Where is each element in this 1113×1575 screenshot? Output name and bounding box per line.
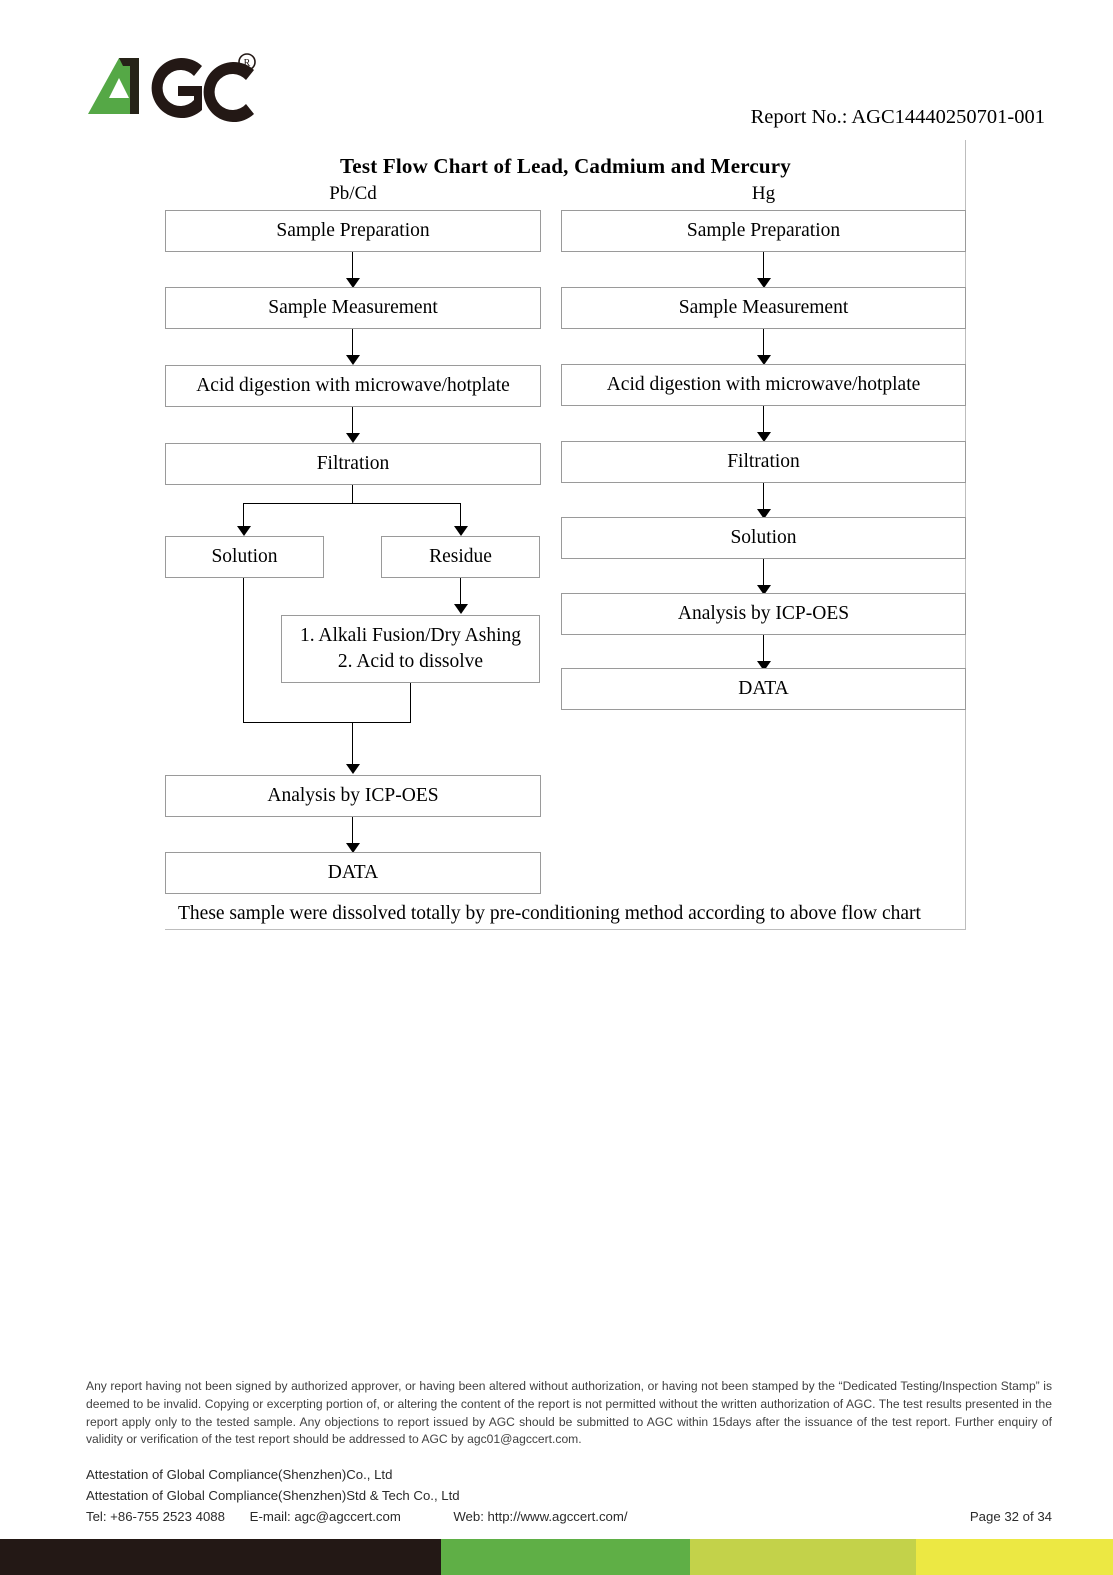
arrow-right-6 xyxy=(757,661,771,671)
arrow-right-1 xyxy=(757,278,771,288)
flow-chart-area: Test Flow Chart of Lead, Cadmium and Mer… xyxy=(165,140,966,930)
connector-fusion-down xyxy=(410,683,411,723)
connector-left-split-stem xyxy=(352,485,353,504)
connector-right-6 xyxy=(763,635,764,663)
arrow-left-2 xyxy=(346,355,360,365)
bottom-color-bar xyxy=(0,1539,1113,1575)
arrow-residue-to-fusion xyxy=(454,604,468,614)
agc-logo: R xyxy=(86,52,261,124)
footer-disclaimer: Any report having not been signed by aut… xyxy=(86,1379,1052,1447)
arrow-right-3 xyxy=(757,432,771,442)
arrow-left-3 xyxy=(346,433,360,443)
connector-merge-stem xyxy=(352,722,353,766)
node-left-residue: Residue xyxy=(381,536,540,578)
arrow-right-5 xyxy=(757,585,771,595)
arrow-right-2 xyxy=(757,355,771,365)
arrow-left-to-residue xyxy=(454,526,468,536)
footer-contact-row: Tel: +86-755 2523 4088 E-mail: agc@agcce… xyxy=(86,1507,1052,1528)
node-left-sample-measurement: Sample Measurement xyxy=(165,287,541,329)
node-right-sample-preparation: Sample Preparation xyxy=(561,210,966,252)
connector-left-2 xyxy=(352,329,353,357)
footer-telephone: Tel: +86-755 2523 4088 xyxy=(86,1508,225,1524)
arrow-left-to-solution xyxy=(237,526,251,536)
node-left-alkali-fusion-line-1: 1. Alkali Fusion/Dry Ashing xyxy=(299,625,522,647)
connector-right-5 xyxy=(763,559,764,587)
connector-left-1 xyxy=(352,252,353,280)
connector-merge-bar xyxy=(243,722,410,723)
connector-left-split-right xyxy=(460,503,461,528)
node-left-sample-preparation: Sample Preparation xyxy=(165,210,541,252)
connector-right-4 xyxy=(763,483,764,511)
node-left-data: DATA xyxy=(165,852,541,894)
column-header-pbcd: Pb/Cd xyxy=(329,183,377,204)
connector-right-3 xyxy=(763,406,764,434)
flow-chart-note: These sample were dissolved totally by p… xyxy=(178,903,921,924)
node-right-filtration: Filtration xyxy=(561,441,966,483)
connector-right-1 xyxy=(763,252,764,280)
node-right-analysis: Analysis by ICP-OES xyxy=(561,593,966,635)
node-left-alkali-fusion-line-2: 2. Acid to dissolve xyxy=(337,651,484,672)
node-right-sample-measurement: Sample Measurement xyxy=(561,287,966,329)
node-left-alkali-fusion: 1. Alkali Fusion/Dry Ashing 2. Acid to d… xyxy=(281,615,540,683)
node-left-solution: Solution xyxy=(165,536,324,578)
footer-email[interactable]: E-mail: agc@agccert.com xyxy=(249,1508,401,1524)
report-number: Report No.: AGC14440250701-001 xyxy=(750,106,1045,128)
connector-left-analysis-to-data xyxy=(352,817,353,845)
chart-title: Test Flow Chart of Lead, Cadmium and Mer… xyxy=(340,154,791,178)
node-right-solution: Solution xyxy=(561,517,966,559)
bar-segment-green xyxy=(441,1539,690,1575)
footer-company-line-2: Attestation of Global Compliance(Shenzhe… xyxy=(86,1487,460,1503)
bar-segment-yellow xyxy=(916,1539,1113,1575)
node-right-acid-digestion: Acid digestion with microwave/hotplate xyxy=(561,364,966,406)
node-left-analysis: Analysis by ICP-OES xyxy=(165,775,541,817)
node-right-data: DATA xyxy=(561,668,966,710)
connector-residue-to-fusion xyxy=(460,578,461,606)
connector-right-2 xyxy=(763,329,764,357)
node-left-acid-digestion: Acid digestion with microwave/hotplate xyxy=(165,365,541,407)
connector-left-3 xyxy=(352,407,353,435)
footer-company-line-1: Attestation of Global Compliance(Shenzhe… xyxy=(86,1467,393,1483)
arrow-merge-to-analysis xyxy=(346,764,360,774)
column-header-hg: Hg xyxy=(751,183,776,204)
bar-segment-dark xyxy=(0,1539,441,1575)
arrow-left-1 xyxy=(346,278,360,288)
arrow-left-analysis-to-data xyxy=(346,843,360,853)
footer-page-number: Page 32 of 34 xyxy=(969,1508,1052,1524)
footer-website[interactable]: Web: http://www.agccert.com/ xyxy=(453,1508,628,1524)
arrow-right-4 xyxy=(757,509,771,519)
node-left-filtration: Filtration xyxy=(165,443,541,485)
svg-text:R: R xyxy=(244,58,251,69)
page-footer: Any report having not been signed by aut… xyxy=(86,1378,1052,1528)
connector-left-split-bar xyxy=(243,503,460,504)
connector-solution-down xyxy=(243,578,244,723)
connector-left-split-left xyxy=(243,503,244,528)
bar-segment-yellow-green xyxy=(690,1539,916,1575)
